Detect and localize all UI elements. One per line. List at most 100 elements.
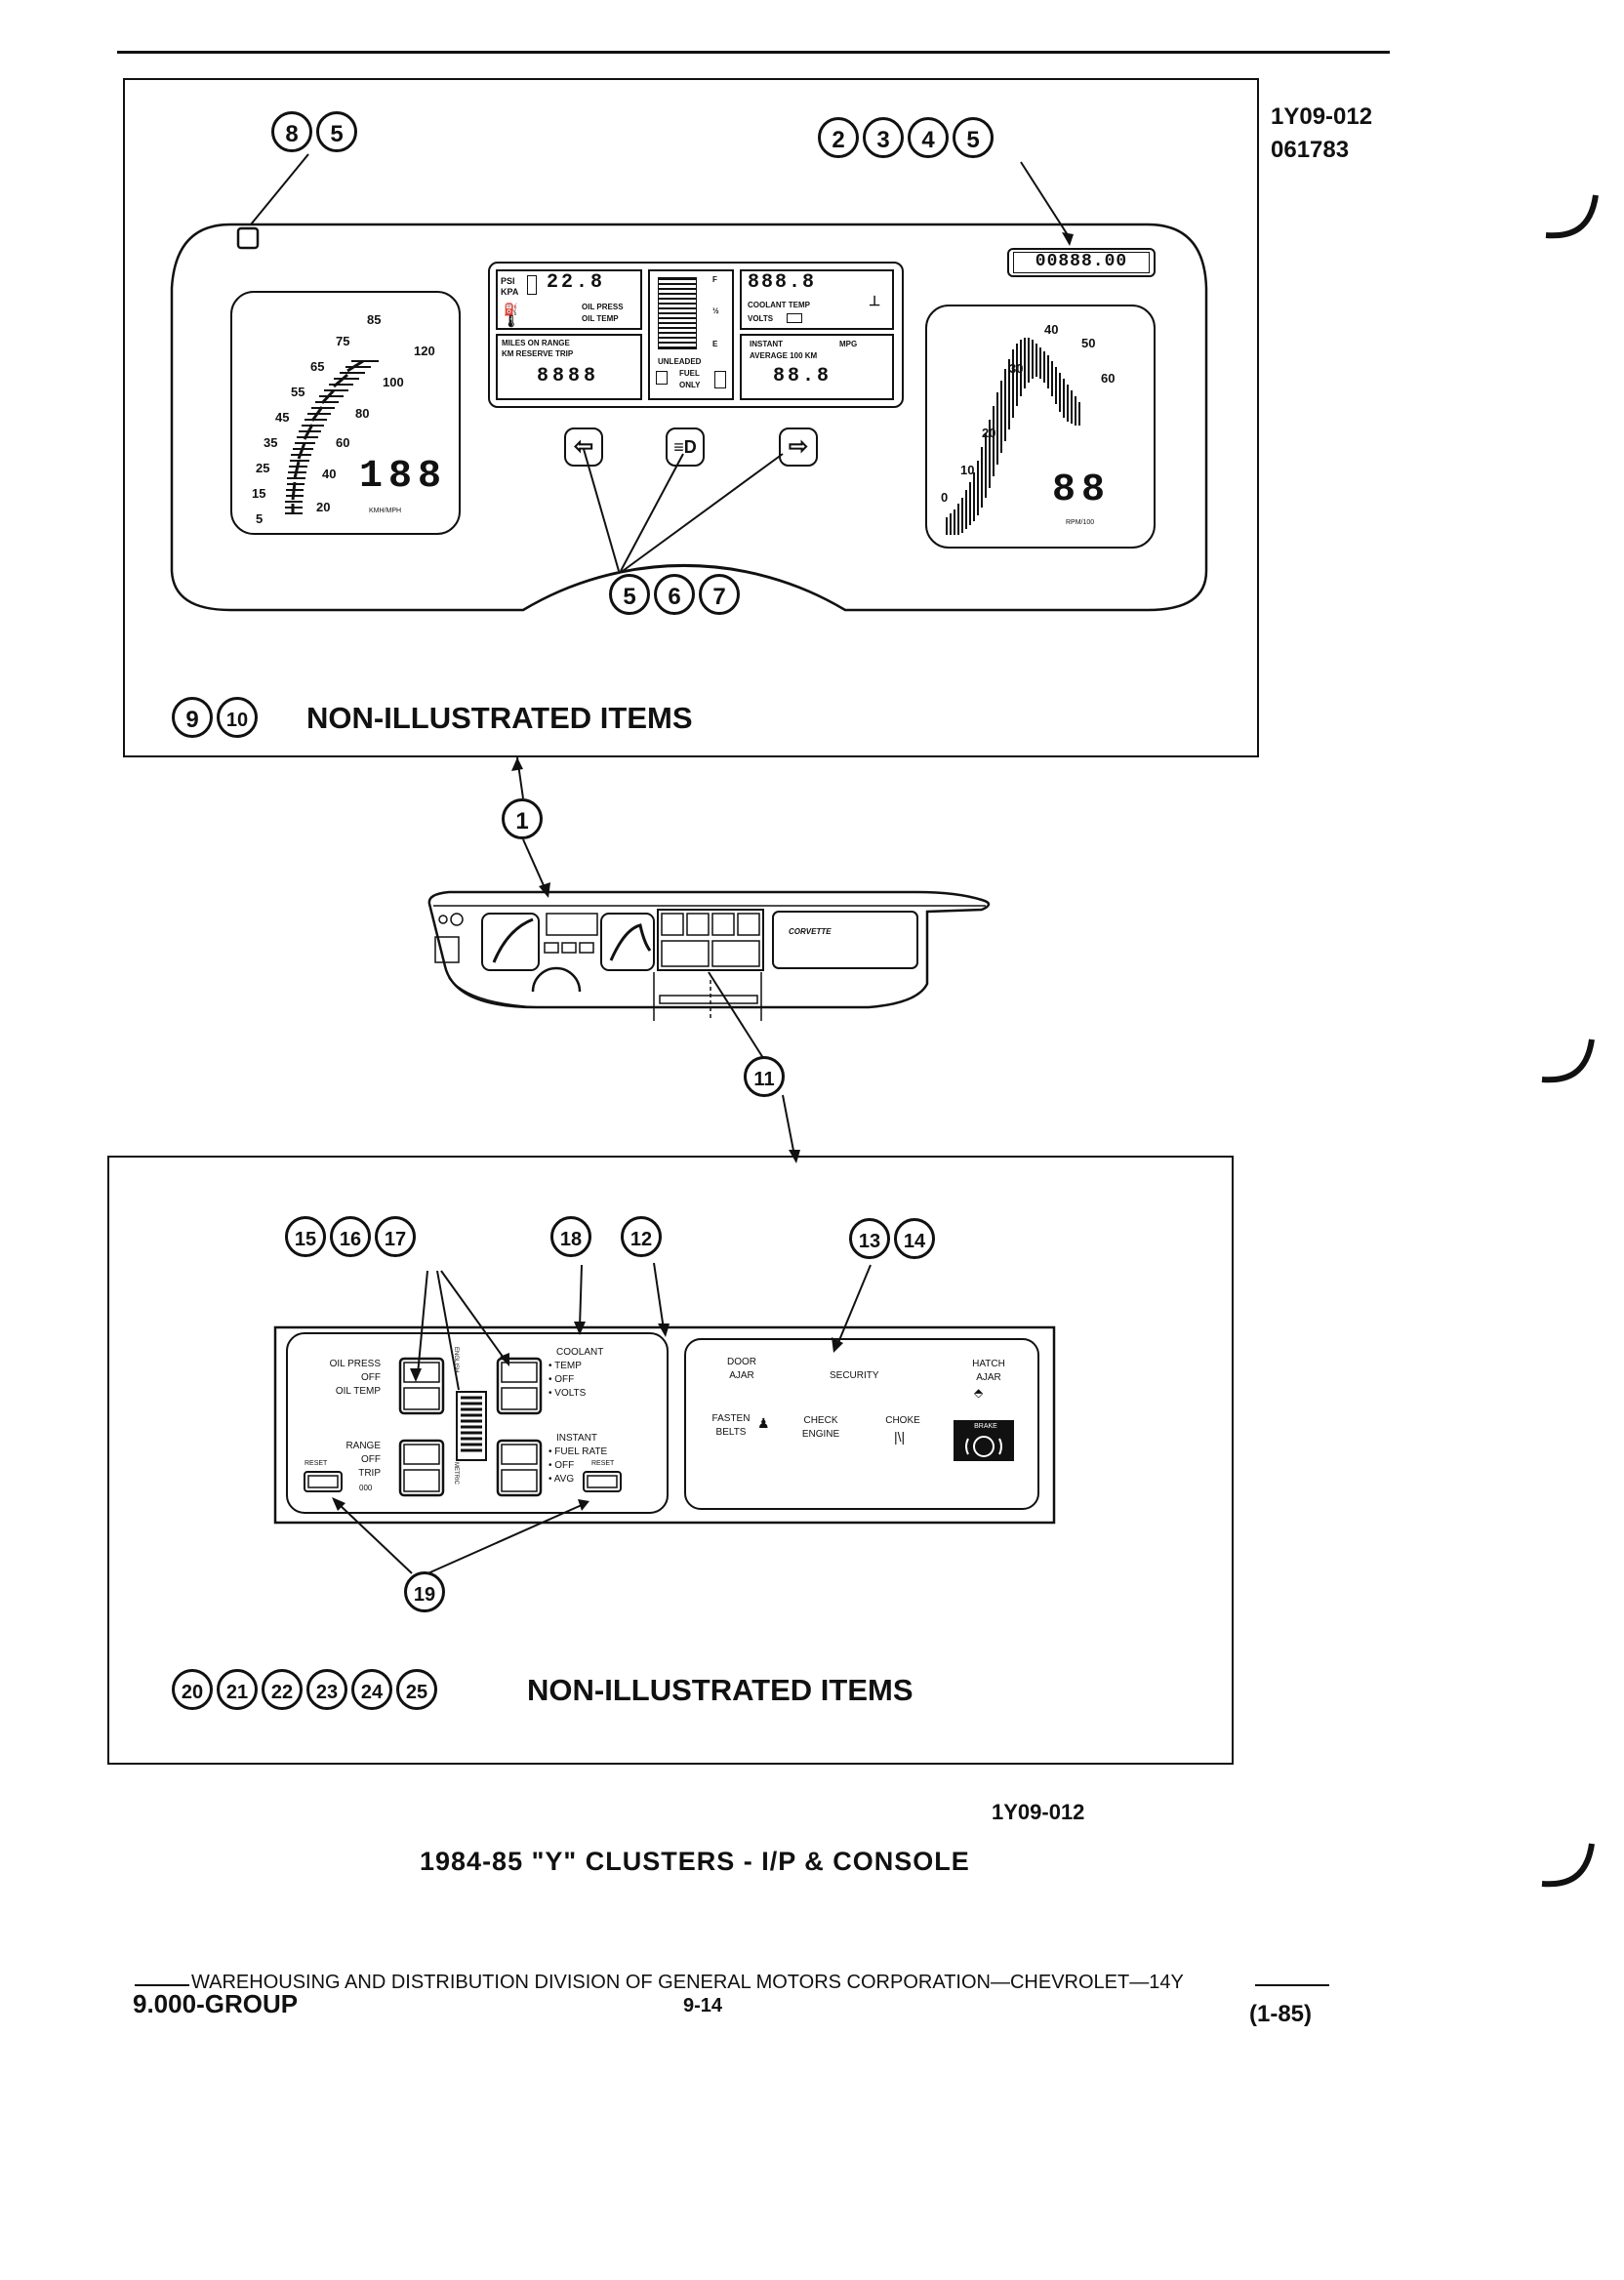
figure-id: 1Y09-012 — [1271, 103, 1373, 130]
fuel-full-label: F — [712, 275, 717, 284]
oil-press-label: OIL PRESS — [582, 303, 624, 311]
label-avg-text: AVG — [553, 1474, 575, 1485]
cluster-outline — [170, 153, 1208, 612]
callout-21: 21 — [217, 1669, 258, 1710]
label-fuel-rate-text: FUEL RATE — [554, 1446, 608, 1457]
footer-page: 9-14 — [683, 1995, 723, 2016]
callout-12: 12 — [621, 1216, 662, 1257]
fuel-display: F ½ E UNLEADED FUEL ONLY — [648, 269, 734, 400]
label-hatch: HATCH — [972, 1359, 1005, 1369]
tach-unit: RPM/100 — [1066, 519, 1095, 526]
lower-frame — [107, 1156, 1234, 1765]
coolant-icon: ⊥ — [869, 293, 881, 308]
speedometer-bargraph — [285, 359, 379, 514]
callout-4: 4 — [908, 117, 949, 158]
speed-unit: KMH/MPH — [369, 508, 402, 514]
console-outline — [273, 1262, 1056, 1576]
range-line1: MILES ON RANGE — [502, 339, 570, 347]
mpg-instant-label: INSTANT — [750, 340, 784, 348]
tach-label-20: 20 — [982, 426, 996, 440]
callout-1: 1 — [502, 798, 543, 839]
label-temp-text: TEMP — [554, 1361, 582, 1371]
callout-10: 10 — [217, 697, 258, 738]
kmh-label-40: 40 — [322, 467, 337, 481]
callout-5c: 5 — [609, 574, 650, 615]
callout-7: 7 — [699, 574, 740, 615]
speed-label-65: 65 — [310, 359, 325, 374]
label-oil-temp: OIL TEMP — [335, 1386, 381, 1397]
label-trip: TRIP — [358, 1468, 381, 1479]
callout-6: 6 — [654, 574, 695, 615]
upper-frame — [123, 78, 1259, 757]
callout-16: 16 — [330, 1216, 371, 1257]
callout-11: 11 — [744, 1056, 785, 1097]
label-volts-text: VOLTS — [554, 1388, 587, 1399]
kmh-label-120: 120 — [414, 344, 435, 358]
oil-thermo-icon: 🌡 — [504, 314, 519, 328]
odometer-reading: 00888.00 — [1013, 252, 1150, 273]
headlamp-button[interactable]: ≡D — [666, 428, 705, 467]
label-belts: BELTS — [715, 1427, 747, 1438]
fuel-line1: UNLEADED — [658, 357, 702, 366]
callout-25: 25 — [396, 1669, 437, 1710]
oil-value: 22.8 — [547, 271, 606, 294]
non-illustrated-lower: NON-ILLUSTRATED ITEMS — [527, 1673, 914, 1707]
tach-label-0: 0 — [941, 490, 949, 505]
arrow-left-icon: ⇦ — [573, 433, 594, 460]
right-turn-button[interactable]: ⇨ — [779, 428, 818, 467]
dash-badge: CORVETTE — [789, 927, 832, 936]
oil-temp-label: OIL TEMP — [582, 314, 619, 323]
footer-line: WAREHOUSING AND DISTRIBUTION DIVISION OF… — [191, 1972, 1184, 1993]
fuel-segment — [714, 371, 726, 388]
speed-label-75: 75 — [336, 334, 350, 348]
tachometer — [925, 305, 1156, 549]
label-brake: BRAKE — [974, 1423, 997, 1430]
binding-mark — [1541, 1038, 1595, 1083]
label-reset-left: RESET — [304, 1460, 328, 1467]
tach-label-40: 40 — [1044, 322, 1059, 337]
kmh-label-60: 60 — [336, 435, 350, 450]
dash-illustration — [427, 757, 991, 1163]
footer-group: 9.000-GROUP — [133, 1989, 299, 2018]
left-turn-button[interactable]: ⇦ — [564, 428, 603, 467]
battery-icon — [787, 313, 802, 323]
label-check: CHECK — [803, 1415, 838, 1426]
range-value: 8888 — [537, 365, 600, 387]
choke-icon: |\| — [894, 1429, 906, 1445]
seatbelt-icon: ♟ — [757, 1415, 770, 1431]
coolant-display: 888.8 COOLANT TEMP VOLTS ⊥ — [740, 269, 894, 330]
label-off-2: OFF — [361, 1454, 381, 1465]
mpg-line2: AVERAGE 100 KM — [750, 351, 818, 360]
odometer: 00888.00 — [1007, 248, 1156, 277]
label-hatch-ajar: AJAR — [976, 1372, 1001, 1383]
label-metric: METRIC — [453, 1462, 459, 1485]
coolant-value: 888.8 — [748, 271, 817, 294]
label-off-1: OFF — [361, 1372, 381, 1383]
label-temp: • TEMP — [548, 1361, 582, 1371]
fuel-line3: ONLY — [679, 381, 701, 389]
mpg-value: 88.8 — [773, 365, 832, 387]
footer-rule-right — [1255, 1984, 1329, 1986]
label-off-4-text: OFF — [554, 1460, 575, 1471]
callout-22: 22 — [262, 1669, 303, 1710]
kmh-label-100: 100 — [383, 375, 404, 389]
callout-8: 8 — [271, 111, 312, 152]
oil-segment — [527, 275, 537, 295]
callout-13: 13 — [849, 1218, 890, 1259]
binding-mark — [1545, 194, 1599, 239]
callout-15: 15 — [285, 1216, 326, 1257]
fuel-bargraph — [658, 277, 697, 349]
label-english: ENGLISH — [453, 1347, 459, 1373]
label-zeros: 000 — [359, 1484, 373, 1492]
label-range: RANGE — [345, 1441, 381, 1451]
arrow-right-icon: ⇨ — [788, 433, 809, 460]
callout-5: 5 — [316, 111, 357, 152]
mpg-display: INSTANT MPG AVERAGE 100 KM 88.8 — [740, 334, 894, 400]
center-display-module — [488, 262, 904, 408]
speed-label-35: 35 — [264, 435, 278, 450]
label-fasten: FASTEN — [711, 1413, 751, 1424]
coolant-line2: VOLTS — [748, 314, 774, 323]
fuel-half-label: ½ — [712, 306, 719, 315]
label-fuel-rate: • FUEL RATE — [548, 1446, 608, 1457]
figure-date: 061783 — [1271, 137, 1350, 163]
